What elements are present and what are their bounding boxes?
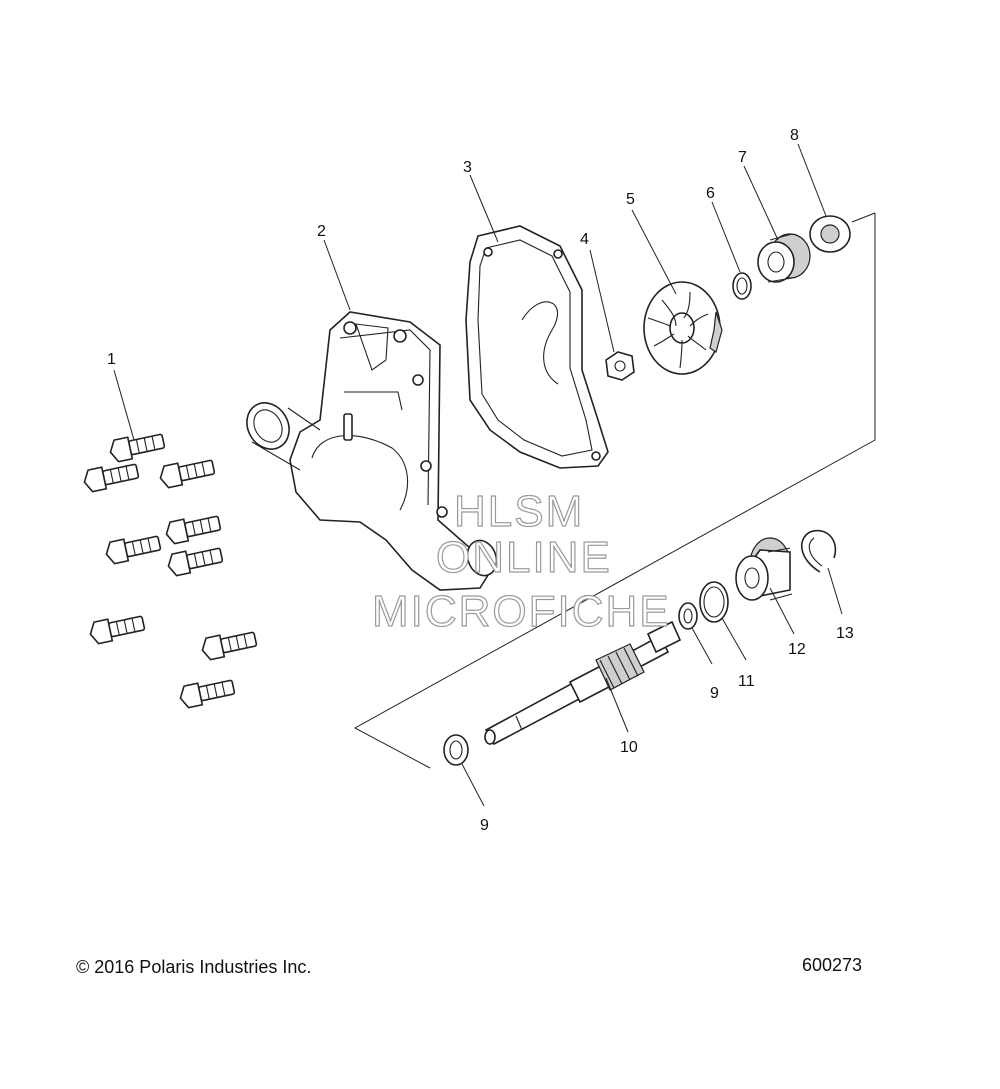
callout-9-upper: 9 [710, 685, 719, 702]
bolt [159, 459, 216, 489]
nut [605, 351, 635, 381]
figure-number: 600273 [802, 955, 862, 975]
callout-8: 8 [790, 127, 799, 144]
leader-lines [113, 143, 843, 807]
watermark-line-2: ONLINE [436, 533, 612, 582]
watermark: HLSM ONLINE MICROFICHE [371, 486, 671, 636]
callout-9-lower: 9 [480, 817, 489, 834]
gasket [465, 225, 609, 469]
o-ring-large [699, 581, 729, 623]
callout-12: 12 [788, 641, 806, 658]
bolt [105, 535, 162, 565]
pump-shaft [484, 620, 682, 746]
bearing [735, 537, 793, 601]
bolt [109, 433, 166, 463]
impeller [643, 281, 723, 375]
bolt [89, 615, 146, 645]
o-ring [732, 272, 752, 300]
callout-11: 11 [738, 673, 755, 690]
bolt [179, 679, 236, 709]
bolt [83, 463, 140, 493]
snap-ring [800, 529, 837, 573]
callout-labels: 1 2 3 4 5 6 7 8 9 9 10 11 12 13 [107, 127, 854, 834]
assembly-boundary [353, 212, 876, 769]
callout-13: 13 [836, 625, 854, 642]
callout-3: 3 [463, 159, 472, 176]
callout-6: 6 [706, 185, 715, 202]
callout-2: 2 [317, 223, 326, 240]
bolt [167, 547, 224, 577]
bolt-group [83, 433, 258, 709]
bolt [201, 631, 258, 661]
callout-7: 7 [738, 149, 747, 166]
copyright-text: © 2016 Polaris Industries Inc. [76, 957, 311, 977]
washer-upper [678, 602, 698, 630]
washer-lower [443, 734, 469, 766]
seal [757, 233, 811, 283]
callout-1: 1 [107, 351, 116, 368]
callout-5: 5 [626, 191, 635, 208]
seal-ring [809, 215, 851, 253]
callout-10: 10 [620, 739, 638, 756]
watermark-line-3: MICROFICHE [372, 587, 671, 636]
watermark-line-1: HLSM [454, 487, 584, 536]
callout-4: 4 [580, 231, 589, 248]
bolt [165, 515, 222, 545]
pump-housing [246, 311, 498, 591]
